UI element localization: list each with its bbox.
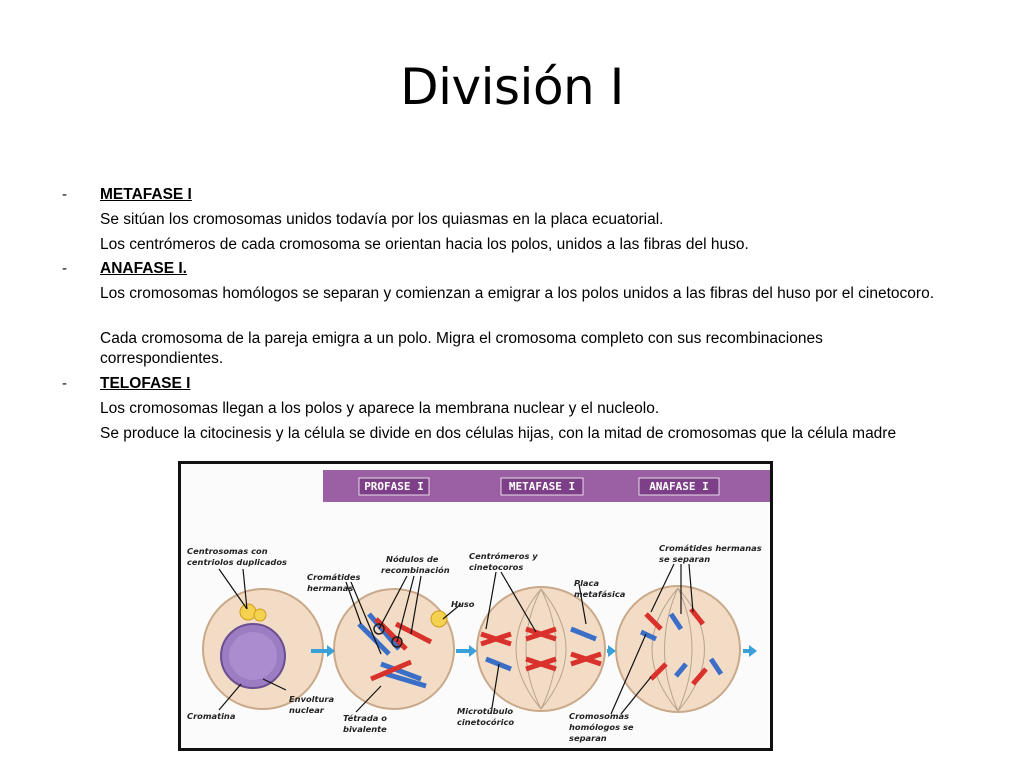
section-paragraph: Los cromosomas llegan a los polos y apar… xyxy=(100,400,660,417)
label-placa: metafásica xyxy=(574,589,626,599)
section-heading-telofase: TELOFASE I xyxy=(100,375,191,392)
section-paragraph: Los centrómeros de cada cromosoma se ori… xyxy=(100,236,749,253)
label-cromatina: Cromatina xyxy=(187,711,236,721)
label-cromatidas: hermanas xyxy=(307,583,353,593)
bullet-dash: - xyxy=(62,260,67,277)
label-cromatidas-separan: se separan xyxy=(659,554,710,564)
phase-label: METAFASE I xyxy=(509,480,575,493)
bullet-dash: - xyxy=(62,375,67,392)
label-centromeros: cinetocoros xyxy=(469,562,523,572)
label-homologos: Cromosomas xyxy=(569,711,629,721)
cell-2 xyxy=(333,588,455,710)
phase-label: PROFASE I xyxy=(364,480,424,493)
section-paragraph: Se sitúan los cromosomas unidos todavía … xyxy=(100,211,664,228)
cell-3 xyxy=(476,586,606,712)
section-heading-metafase: METAFASE I xyxy=(100,186,192,203)
label-homologos: homólogos se xyxy=(569,722,634,732)
meiosis-figure: PROFASE I METAFASE I ANAFASE I xyxy=(178,461,773,751)
label-centromeros: Centrómeros y xyxy=(469,551,538,561)
section-heading-anafase: ANAFASE I. xyxy=(100,260,187,277)
label-homologos: separan xyxy=(569,733,607,743)
label-envoltura: nuclear xyxy=(289,705,325,715)
label-cromatidas: Cromátides xyxy=(307,572,361,582)
phase-box xyxy=(638,477,720,496)
cell-1 xyxy=(202,588,324,710)
phase-box xyxy=(358,477,430,496)
label-microtubulo: Microtúbulo xyxy=(457,706,513,716)
phase-label: ANAFASE I xyxy=(649,480,709,493)
label-microtubulo: cinetocórico xyxy=(457,717,514,727)
label-tetrada: bivalente xyxy=(343,724,387,734)
label-cromatidas-separan: Cromátides hermanas xyxy=(659,543,762,553)
section-paragraph: Los cromosomas homólogos se separan y co… xyxy=(100,285,934,302)
page-title: División I xyxy=(400,58,624,116)
label-centrosomas: centriolos duplicados xyxy=(187,557,287,567)
label-tetrada: Tétrada o xyxy=(343,713,387,723)
meiosis-diagram: PROFASE I METAFASE I ANAFASE I xyxy=(187,470,770,743)
label-nodulos: Nódulos de xyxy=(386,554,439,564)
section-paragraph: Se produce la citocinesis y la célula se… xyxy=(100,425,897,442)
arrow-icon xyxy=(327,645,335,657)
arrow-icon xyxy=(469,645,477,657)
arrow-icon xyxy=(608,645,616,657)
bullet-dash: - xyxy=(62,186,67,203)
label-placa: Placa xyxy=(574,578,599,588)
label-huso: Huso xyxy=(451,599,475,609)
label-nodulos: recombinación xyxy=(381,565,450,575)
phase-box xyxy=(500,477,584,496)
label-centrosomas: Centrosomas con xyxy=(187,546,268,556)
leader-lines xyxy=(218,563,694,715)
label-envoltura: Envoltura xyxy=(289,694,334,704)
arrow-icon xyxy=(749,645,757,657)
section-paragraph: Cada cromosoma de la pareja emigra a un … xyxy=(100,330,823,367)
cell-4 xyxy=(615,585,741,713)
